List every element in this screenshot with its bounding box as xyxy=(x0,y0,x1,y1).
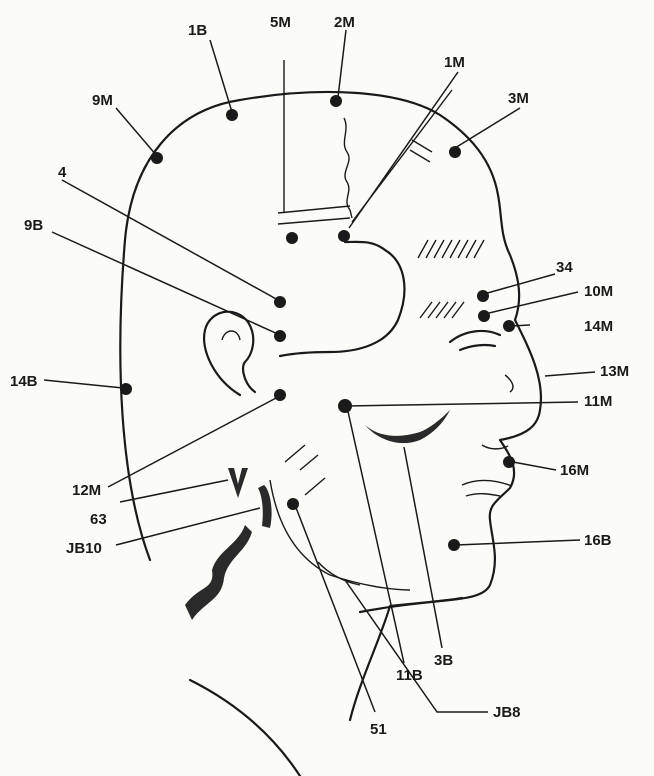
label-63: 63 xyxy=(90,511,107,528)
point-14M xyxy=(503,320,515,332)
hatching xyxy=(410,140,484,318)
label-16B: 16B xyxy=(584,532,612,549)
label-11B: 11B xyxy=(396,667,423,684)
leader-lines xyxy=(44,30,595,712)
point-12M xyxy=(274,389,286,401)
point-2M xyxy=(330,95,342,107)
eye xyxy=(450,331,500,350)
point-11M xyxy=(338,399,352,413)
label-5M: 5M xyxy=(270,14,291,31)
ear xyxy=(204,312,255,395)
point-9B xyxy=(274,330,286,342)
label-14M: 14M xyxy=(584,318,613,335)
label-3M: 3M xyxy=(508,90,529,107)
point-3M xyxy=(449,146,461,158)
point-1B xyxy=(226,109,238,121)
label-9M: 9M xyxy=(92,92,113,109)
cheekbone-band xyxy=(365,410,450,443)
label-14B: 14B xyxy=(10,373,38,390)
face-details xyxy=(462,375,513,496)
point-14B xyxy=(120,383,132,395)
point-1M xyxy=(338,230,350,242)
point-4 xyxy=(274,296,286,308)
point-9M xyxy=(151,152,163,164)
point-5M xyxy=(286,232,298,244)
point-16B xyxy=(448,539,460,551)
point-10M xyxy=(478,310,490,322)
brush-marks xyxy=(185,468,272,620)
label-JB8: JB8 xyxy=(493,704,521,721)
point-16M xyxy=(503,456,515,468)
label-12M: 12M xyxy=(72,482,101,499)
temple-contour xyxy=(280,242,404,356)
label-10M: 10M xyxy=(584,283,613,300)
label-16M: 16M xyxy=(560,462,589,479)
acupoints xyxy=(120,95,515,551)
point-51 xyxy=(287,498,299,510)
label-51: 51 xyxy=(370,721,387,738)
label-4: 4 xyxy=(58,164,67,181)
label-11M: 11M xyxy=(584,393,612,410)
label-1B: 1B xyxy=(188,22,207,39)
label-9B: 9B xyxy=(24,217,43,234)
point-labels: 1B 5M 2M 1M 9M 3M 4 9B 34 10M 14M 13M 14… xyxy=(10,14,629,738)
label-34: 34 xyxy=(556,259,573,276)
label-3B: 3B xyxy=(434,652,453,669)
label-13M: 13M xyxy=(600,363,629,380)
label-2M: 2M xyxy=(334,14,355,31)
scalp-lines xyxy=(278,60,452,224)
head-outline xyxy=(120,92,541,720)
point-34 xyxy=(477,290,489,302)
label-JB10: JB10 xyxy=(66,540,102,557)
label-1M: 1M xyxy=(444,54,465,71)
